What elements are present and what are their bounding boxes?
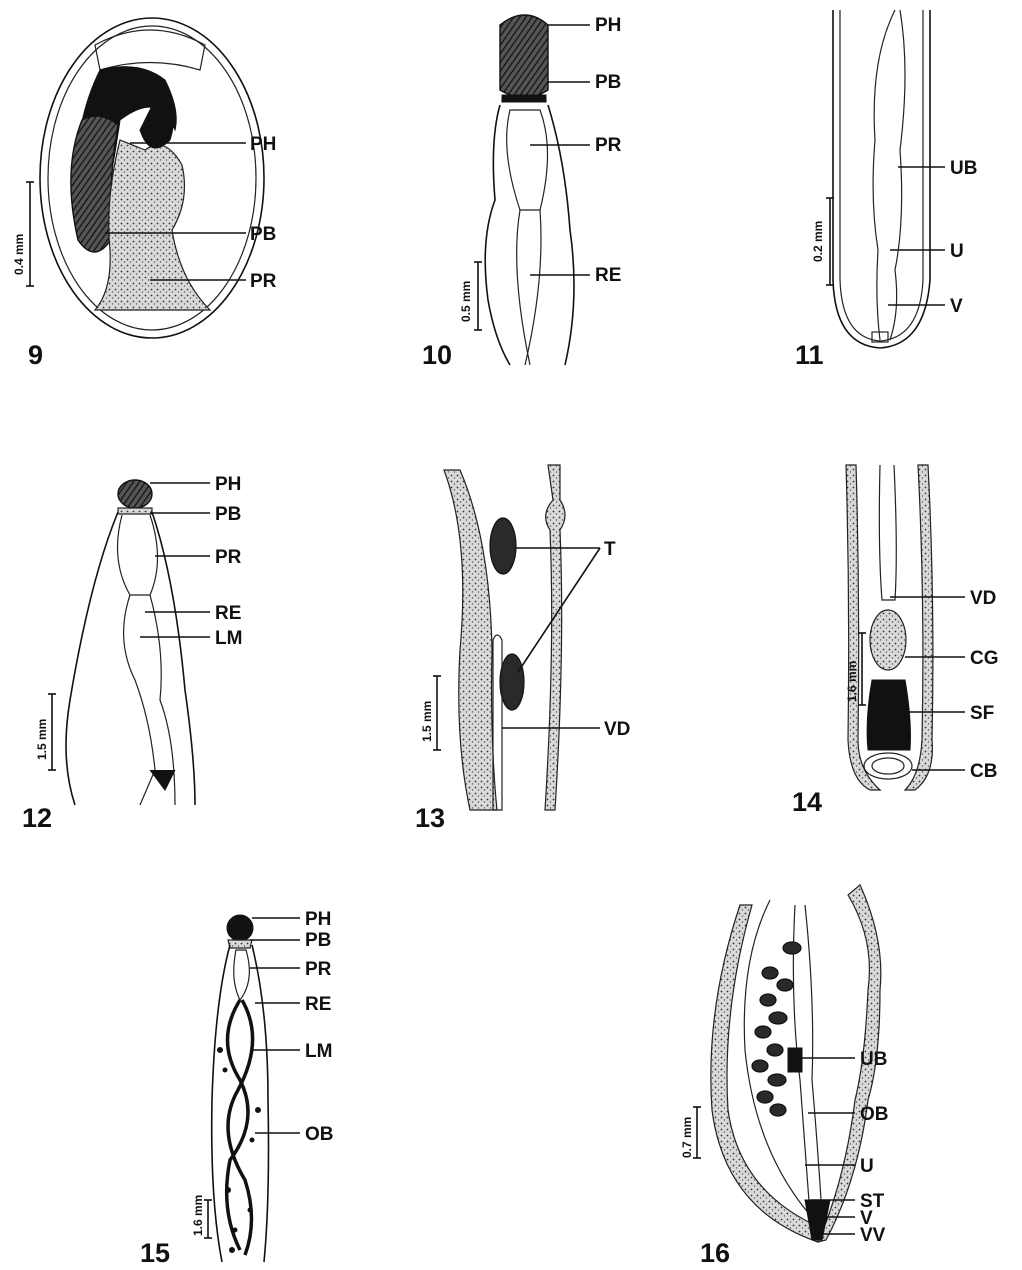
fig12-label-re: RE [215,603,241,624]
fig10-label-ph: PH [595,15,621,36]
fig12-label-pr: PR [215,547,242,568]
fig12-scale: 1.5 mm [35,719,49,760]
figure-14: VD CG SF CB 1.6 mm 14 [792,465,999,817]
figure-12: PH PB PR RE LM 1.5 mm 12 [22,474,242,833]
fig15-label-ph: PH [305,909,331,930]
fig12-label-ph: PH [215,474,241,495]
fig9-label-pr: PR [250,271,277,292]
fig12-label-lm: LM [215,628,242,649]
fig11-scale: 0.2 mm [811,221,825,262]
fig14-label-cg: CG [970,648,999,669]
fig15-label-pr: PR [305,959,332,980]
fig10-label-pr: PR [595,135,622,156]
fig16-label-ob: OB [860,1104,889,1125]
fig9-scale: 0.4 mm [12,234,26,275]
fig9-label-pb: PB [250,224,276,245]
fig14-label-vd: VD [970,588,996,609]
fig13-scale: 1.5 mm [420,701,434,742]
fig10-label-pb: PB [595,72,621,93]
fig15-label-re: RE [305,994,331,1015]
fig15-label-lm: LM [305,1041,332,1062]
fig16-label-vv: VV [860,1225,886,1246]
fig15-number: 15 [140,1238,170,1268]
figure-16: UB OB U ST V VV 0.7 mm 16 [680,885,889,1268]
figure-13: T VD 1.5 mm 13 [415,465,630,833]
fig15-scale: 1.6 mm [191,1195,205,1236]
fig13-label-vd: VD [604,719,630,740]
fig15-label-pb: PB [305,930,331,951]
fig9-label-ph: PH [250,134,276,155]
fig13-label-t: T [604,539,616,560]
fig12-number: 12 [22,803,52,833]
fig14-label-cb: CB [970,761,997,782]
fig12-label-pb: PB [215,504,241,525]
fig13-number: 13 [415,803,445,833]
fig16-scale: 0.7 mm [680,1117,694,1158]
fig10-number: 10 [422,340,452,370]
fig16-number: 16 [700,1238,730,1268]
fig15-label-ob: OB [305,1124,334,1145]
figure-15: PH PB PR RE LM OB 1.6 mm 15 [140,909,334,1268]
figure-11: UB U V 0.2 mm 11 [795,10,977,370]
fig14-number: 14 [792,787,822,817]
figure-10: PH PB PR RE 0.5 mm 10 [422,15,622,370]
fig11-label-u: U [950,241,964,262]
fig16-label-ub: UB [860,1049,887,1070]
fig11-label-ub: UB [950,158,977,179]
fig16-label-u: U [860,1156,874,1177]
fig11-label-v: V [950,296,963,317]
fig14-label-sf: SF [970,703,994,724]
figure-9: PH PB PR 0.4 mm 9 [12,18,277,370]
fig11-number: 11 [795,340,824,370]
fig10-label-re: RE [595,265,621,286]
fig9-number: 9 [28,340,43,370]
fig10-scale: 0.5 mm [459,281,473,322]
fig14-scale: 1.6 mm [845,661,859,702]
